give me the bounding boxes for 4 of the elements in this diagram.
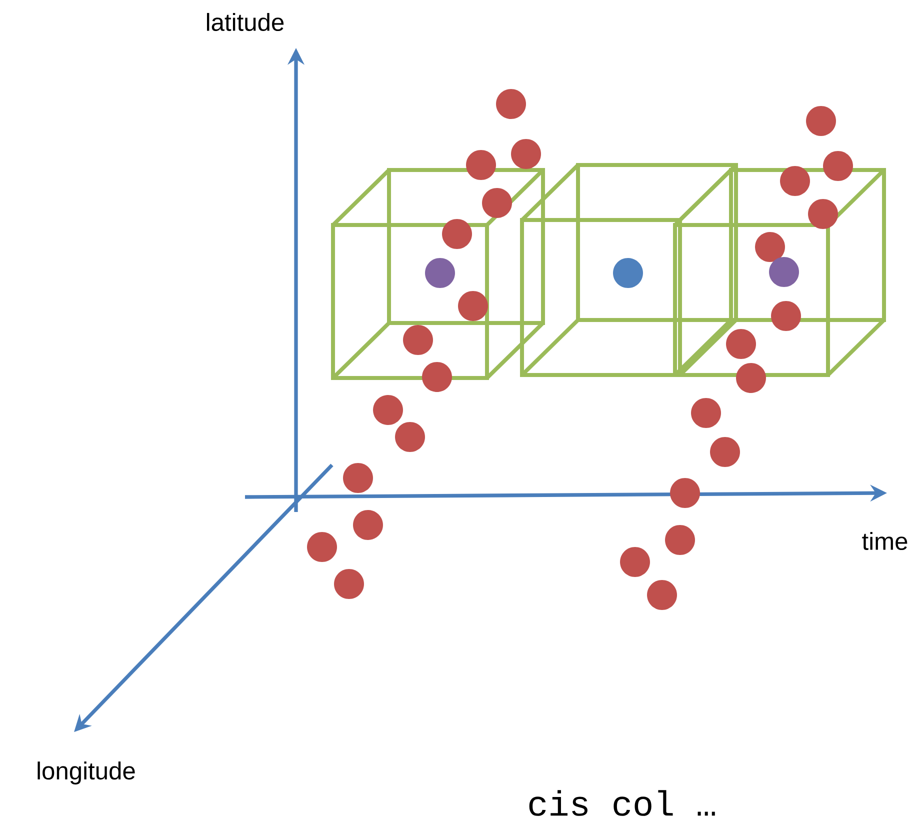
caption-text: cis col … [529, 790, 715, 816]
axis-label: time [862, 532, 908, 550]
axis-label: latitude [207, 12, 284, 32]
axis-label: longitude [38, 762, 135, 784]
